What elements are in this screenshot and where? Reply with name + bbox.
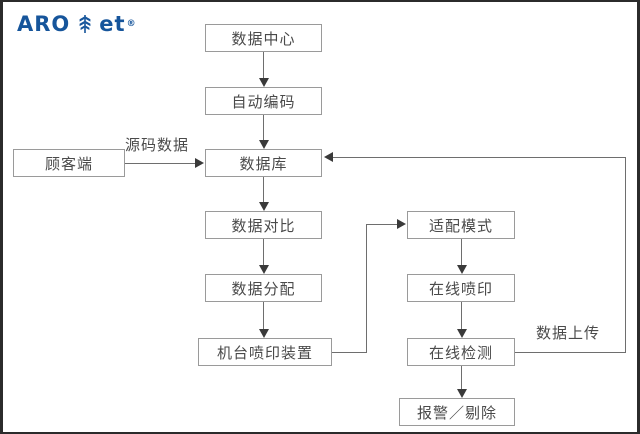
- edge-online-detect-to-alarm-reject: [461, 366, 462, 389]
- edge-data-allocate-to-machine-printer: [263, 302, 264, 329]
- arovet-logo: ARO et ®: [17, 10, 136, 38]
- edge-online-print-to-online-detect: [461, 302, 462, 329]
- node-machine-printer[interactable]: 机台喷印装置: [198, 338, 332, 366]
- arrowhead-down-icon: [259, 140, 269, 149]
- arrowhead-right-icon: [397, 219, 406, 229]
- edge-label-source-code-data: 源码数据: [125, 136, 190, 154]
- node-auto-coding[interactable]: 自动编码: [205, 87, 322, 115]
- node-data-allocate[interactable]: 数据分配: [205, 274, 322, 302]
- arrowhead-down-icon: [259, 329, 269, 338]
- arrowhead-down-icon: [457, 329, 467, 338]
- edge-auto-coding-to-database: [263, 115, 264, 140]
- node-online-detect[interactable]: 在线检测: [407, 338, 515, 366]
- logo-text-left: ARO: [17, 11, 71, 36]
- arrowhead-down-icon: [457, 265, 467, 274]
- edge-online-detect-to-database-seg2: [625, 157, 626, 353]
- node-database[interactable]: 数据库: [205, 149, 322, 177]
- node-data-center[interactable]: 数据中心: [205, 24, 322, 52]
- edge-online-detect-to-database-seg1: [515, 352, 626, 353]
- node-online-print[interactable]: 在线喷印: [407, 274, 515, 302]
- edge-database-to-data-compare: [263, 177, 264, 202]
- registered-trademark-icon: ®: [126, 19, 136, 29]
- edge-customer-to-database: [125, 163, 195, 164]
- arrowhead-down-icon: [259, 78, 269, 87]
- node-data-compare[interactable]: 数据对比: [205, 211, 322, 239]
- edge-machine-printer-to-adapt-mode-seg3: [366, 224, 397, 225]
- edge-data-compare-to-data-allocate: [263, 239, 264, 265]
- arrowhead-right-icon: [195, 158, 204, 168]
- edge-machine-printer-to-adapt-mode-seg2: [366, 224, 367, 353]
- logo-text-right: et: [99, 11, 126, 36]
- arrowhead-down-icon: [259, 265, 269, 274]
- node-alarm-reject[interactable]: 报警／剔除: [399, 398, 515, 426]
- node-customer[interactable]: 顾客端: [13, 149, 125, 177]
- node-adapt-mode[interactable]: 适配模式: [407, 211, 515, 239]
- edge-label-data-upload: 数据上传: [536, 324, 601, 342]
- edge-data-center-to-auto-coding: [263, 52, 264, 78]
- edge-adapt-mode-to-online-print: [461, 239, 462, 265]
- arrowhead-left-icon: [324, 152, 333, 162]
- arrowhead-down-icon: [259, 202, 269, 211]
- arrowhead-down-icon: [457, 389, 467, 398]
- wheat-leaf-icon: [74, 13, 96, 35]
- edge-online-detect-to-database-seg3: [333, 157, 625, 158]
- edge-machine-printer-to-adapt-mode-seg1: [332, 352, 367, 353]
